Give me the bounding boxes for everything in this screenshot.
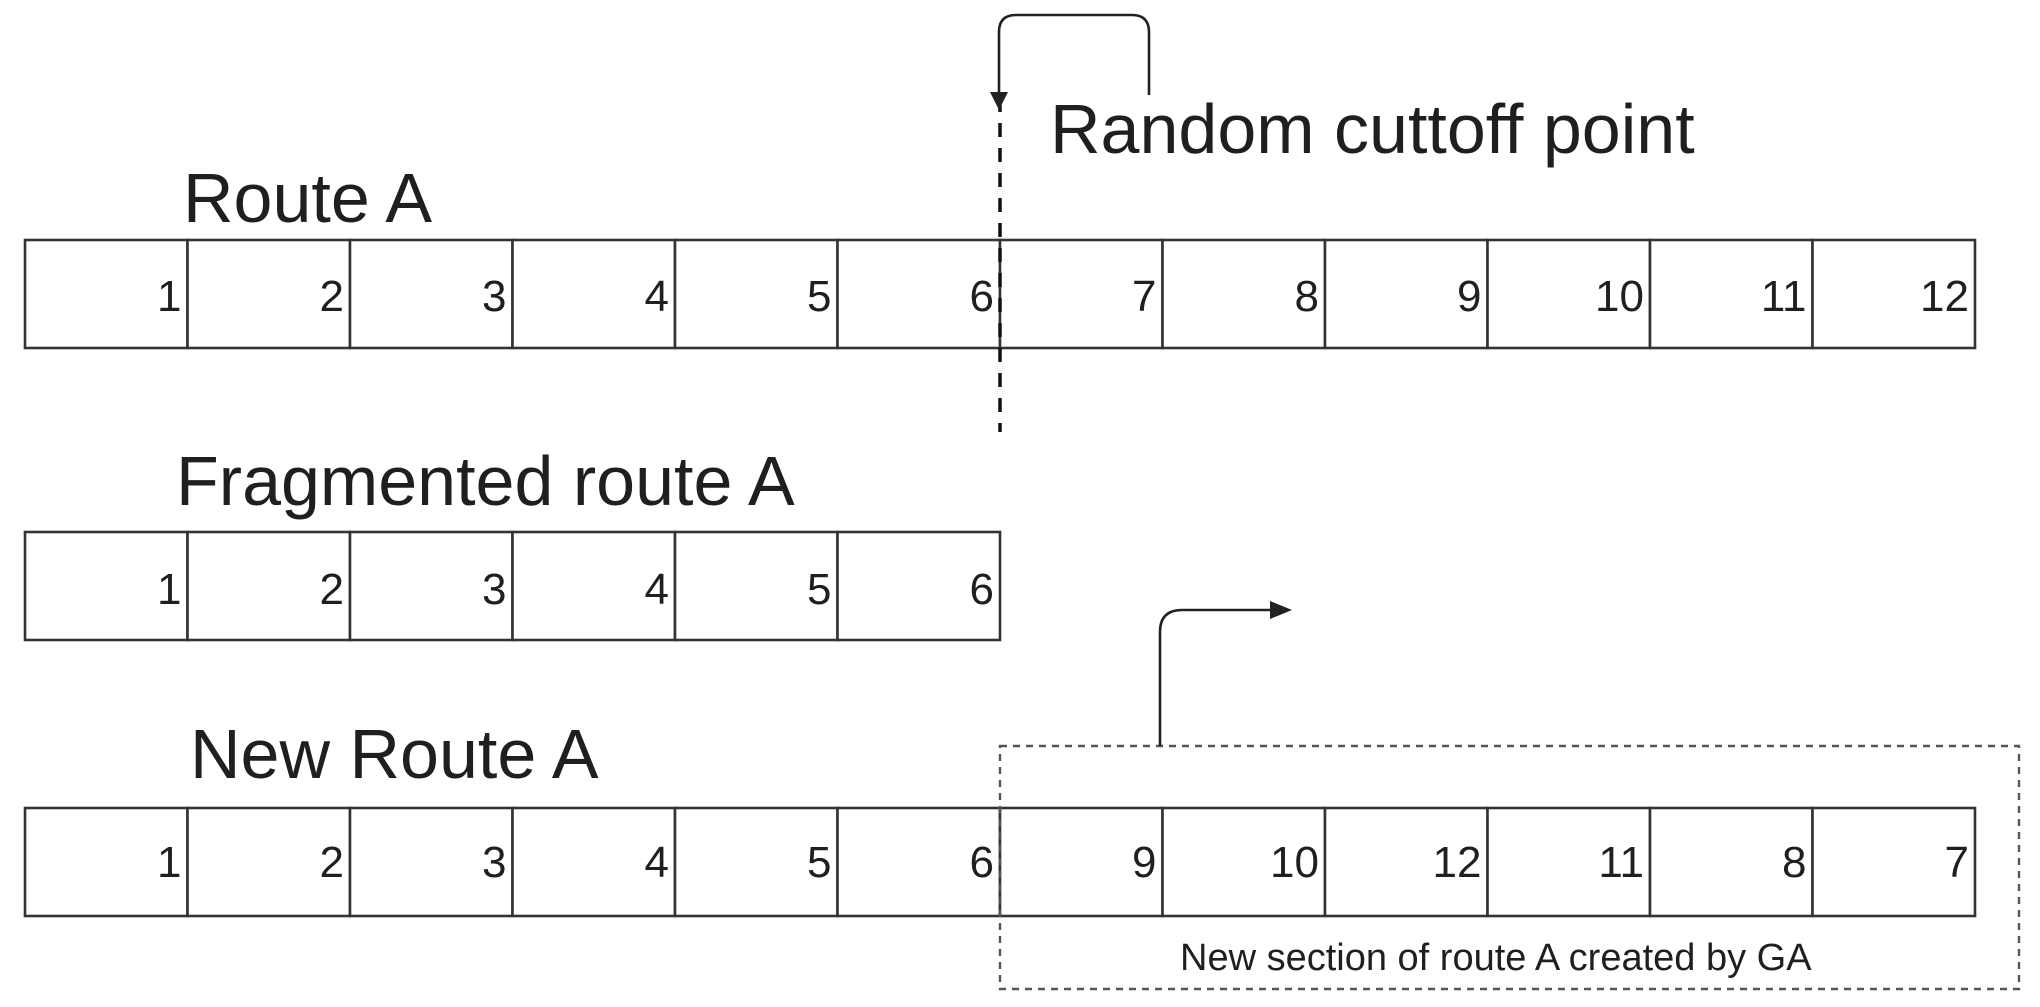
route-cell	[186, 806, 352, 918]
route-cell-value: 2	[320, 565, 344, 614]
route-cell-value: 10	[1595, 272, 1644, 321]
route-cell-value: 6	[970, 565, 994, 614]
route-cell-value: 9	[1457, 272, 1481, 321]
route-cell	[511, 806, 677, 918]
route-cell-value: 6	[970, 272, 994, 321]
route-cell	[1161, 238, 1327, 350]
new-section-box	[998, 744, 2021, 991]
route-cell-value: 5	[807, 565, 831, 614]
route-cell	[1486, 806, 1652, 918]
route-cell-value: 4	[645, 565, 669, 614]
route-cell	[1323, 806, 1489, 918]
route-cell-value: 2	[320, 272, 344, 321]
route-cell	[186, 238, 352, 350]
route-cell-value: 12	[1920, 272, 1969, 321]
route-cell	[673, 238, 839, 350]
route-cell-value: 5	[807, 272, 831, 321]
route-cell-value: 7	[1945, 838, 1969, 887]
route-cell-value: 6	[970, 838, 994, 887]
cutoff-curved-arrow	[997, 13, 1151, 95]
route-cell	[348, 806, 514, 918]
route-cell	[511, 238, 677, 350]
route-cell-value: 9	[1132, 838, 1156, 887]
route-cell	[23, 806, 189, 918]
route-cell-value: 2	[320, 838, 344, 887]
route-cell	[1811, 238, 1977, 350]
route-cell-value: 11	[1761, 272, 1807, 321]
new-route-a-title: New Route A	[190, 715, 599, 793]
route-cell-value: 1	[157, 838, 181, 887]
route-cell-value: 10	[1270, 838, 1319, 887]
route-cell-value: 5	[807, 838, 831, 887]
fragmented-route-a-cells: 1 2 3 4 5 6	[23, 530, 1002, 642]
route-cell-value: 3	[482, 838, 506, 887]
route-cell-value: 8	[1782, 838, 1806, 887]
route-cell-value: 7	[1132, 272, 1156, 321]
route-cell	[348, 530, 514, 642]
route-cell	[1323, 238, 1489, 350]
new-section-bent-arrow	[1158, 608, 1272, 746]
route-cell	[23, 238, 189, 350]
cutoff-arrowhead-icon	[990, 92, 1008, 110]
route-cell	[836, 806, 1002, 918]
route-cell	[186, 530, 352, 642]
route-cell	[1161, 806, 1327, 918]
route-cell-value: 8	[1295, 272, 1319, 321]
route-cell-value: 11	[1598, 838, 1644, 887]
route-cell	[1486, 238, 1652, 350]
route-cell-value: 4	[645, 838, 669, 887]
route-cell-value: 1	[157, 565, 181, 614]
route-cell-value: 3	[482, 272, 506, 321]
fragmented-route-a-title: Fragmented route A	[176, 442, 795, 520]
new-section-label: New section of route A created by GA	[1180, 937, 1812, 979]
route-a-title: Route A	[183, 159, 432, 237]
route-cell	[836, 530, 1002, 642]
route-cell	[673, 806, 839, 918]
route-cell-value: 12	[1433, 838, 1482, 887]
new-section-arrowhead-icon	[1270, 601, 1292, 619]
route-cell-value: 3	[482, 565, 506, 614]
cutoff-label: Random cuttoff point	[1050, 90, 1695, 168]
route-cell	[23, 530, 189, 642]
route-cell-value: 1	[157, 272, 181, 321]
route-cell	[1811, 806, 1977, 918]
route-cell-value: 4	[645, 272, 669, 321]
route-cell	[836, 238, 1002, 350]
